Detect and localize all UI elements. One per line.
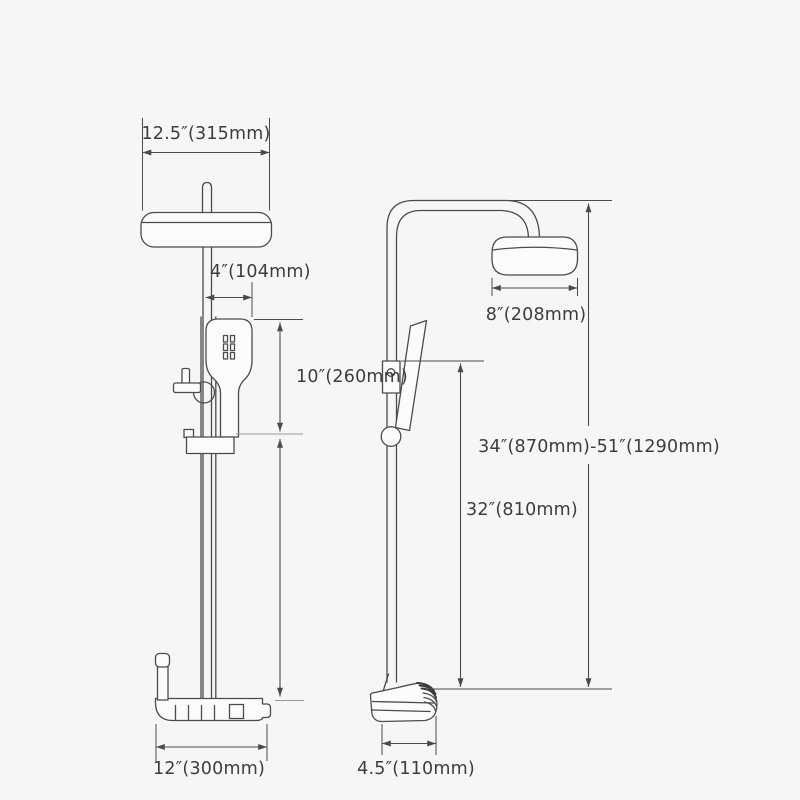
slider-bracket-side [381,360,401,394]
spray-nozzles [222,334,236,360]
dim-pole-height: 32″(810mm) [401,360,578,688]
dim-hand-shower-width: 4″(104mm) [205,262,311,317]
label-tray-depth: 4.5″(110mm) [357,759,475,779]
dim-overhead-width: 12.5″(315mm) [141,118,270,211]
dim-height-range: 34″(870mm)-51″(1290mm) [478,200,720,688]
hose-ring [380,426,402,447]
tub-spout [154,652,171,701]
label-hand-shower-width: 4″(104mm) [210,262,311,282]
dim-slide-span [275,438,304,701]
dim-side-head-width: 8″(208mm) [486,278,587,325]
tray-ribs [174,704,216,721]
dim-tray-depth: 4.5″(110mm) [357,716,475,779]
label-height-range: 34″(870mm)-51″(1290mm) [478,437,720,457]
shelf-tray-front [154,697,272,722]
front-view [140,181,273,722]
label-pole-height: 32″(810mm) [466,500,578,520]
side-shower-head [491,236,579,276]
wall-hook [172,367,202,394]
label-hand-shower-span: 10″(260mm) [296,367,408,387]
shower-pole [200,246,217,699]
label-overhead-width: 12.5″(315mm) [141,124,270,144]
dim-tray-width: 12″(300mm) [153,724,268,779]
slider-bracket [183,428,235,455]
side-view [369,199,579,723]
tray-button [228,703,245,720]
ceiling-pipe-stub [201,181,213,213]
hand-shower-front [205,318,253,438]
rainfall-shower-head [140,211,273,248]
gooseneck-pipe [386,199,541,683]
dim-hand-shower-span: 10″(260mm) [236,319,408,435]
label-side-head-width: 8″(208mm) [486,305,587,325]
shelf-tray-side [369,673,438,723]
label-tray-width: 12″(300mm) [153,759,265,779]
hand-shower-side [394,319,428,432]
tray-curved-edge [416,682,438,712]
